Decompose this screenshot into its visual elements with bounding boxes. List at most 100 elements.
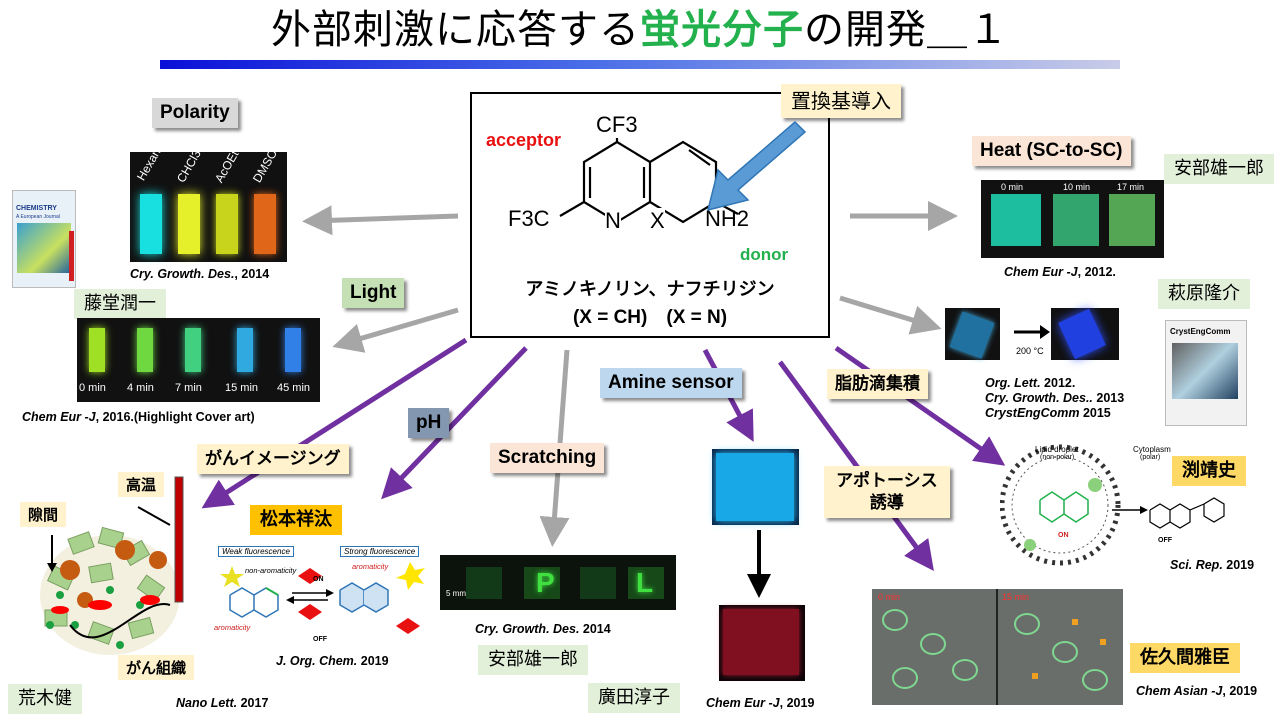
ph-on-label: ON xyxy=(313,576,324,583)
acceptor-label: acceptor xyxy=(486,130,562,150)
solvent-acoet: AcOEt xyxy=(212,147,242,185)
n-atom: N xyxy=(605,208,621,234)
person-sakuma: 佐久間雅臣 xyxy=(1130,643,1240,673)
ref-cry-2013: Cry. Growth. Des.. 2013 xyxy=(985,391,1125,405)
light-time-1: 4 min xyxy=(127,382,154,394)
arrow-to-light xyxy=(332,307,459,353)
light-time-3: 15 min xyxy=(225,382,259,394)
vial-dmso xyxy=(254,194,276,254)
ref-sci-rep: Sci. Rep. 2019 xyxy=(1170,558,1255,572)
light-time-2: 7 min xyxy=(175,382,202,394)
vial-acoet xyxy=(216,194,238,254)
person-matsumoto: 松本祥汰 xyxy=(250,505,342,535)
amine-before-photo xyxy=(712,449,799,525)
light-time-4: 45 min xyxy=(277,382,311,394)
apoptosis-cells-photo: 0 min 15 min xyxy=(872,589,1123,705)
heat-time-2: 17 min xyxy=(1117,182,1145,192)
cell-time-0: 0 min xyxy=(878,592,901,602)
lipid-accumulation-tag: 脂肪滴集積 xyxy=(827,369,928,399)
title-highlight: 蛍光分子 xyxy=(640,7,804,53)
arrow-to-polarity xyxy=(302,205,459,236)
lipid-nonpolar-label: (non-polar) xyxy=(1040,454,1075,461)
arrow-to-lipid xyxy=(834,345,1006,466)
ref-crystengcomm: CrystEngComm 2015 xyxy=(985,406,1111,420)
solvent-dmso: DMSO xyxy=(250,146,281,185)
lipid-droplet-label: Lipid droplet xyxy=(1035,445,1079,454)
title-main: 外部刺激に応答する xyxy=(271,7,640,53)
arrow-to-apoptosis xyxy=(777,360,934,572)
x-atom: X xyxy=(650,208,665,234)
page-title: 外部刺激に応答する蛍光分子の開発＿１ xyxy=(0,4,1280,56)
scratch-letter-l: L xyxy=(636,567,654,598)
solvent-chcl3: CHCl3 xyxy=(174,147,204,185)
x-variants: (X = CH) (X = N) xyxy=(572,307,728,328)
person-fuchi: 渕靖史 xyxy=(1172,456,1246,486)
crystal-after-photo xyxy=(1051,308,1119,360)
ph-switch-scheme xyxy=(220,562,425,634)
polarity-tag: Polarity xyxy=(152,98,238,128)
temperature-label: 200 °C xyxy=(1016,346,1044,356)
person-araki: 荒木健 xyxy=(8,684,82,714)
person-todo: 藤堂潤一 xyxy=(74,289,166,319)
ref-scratch: Cry. Growth. Des. 2014 xyxy=(475,622,611,636)
vial-hexane xyxy=(140,194,162,254)
compound-names: アミノキノリン、ナフチリジン xyxy=(525,279,775,300)
person-abe-scratch: 安部雄一郎 xyxy=(478,645,588,675)
arrow-to-cancer xyxy=(201,337,468,509)
cytoplasm-label: Cytoplasm xyxy=(1133,445,1171,454)
lipid-off-label: OFF xyxy=(1158,537,1172,544)
heat-time-0: 0 min xyxy=(1001,182,1024,192)
title-suffix: の開発＿１ xyxy=(804,7,1009,53)
scratch-letter-p: P xyxy=(536,567,555,598)
heat-time-1: 10 min xyxy=(1063,182,1091,192)
arrow-to-crystal xyxy=(839,295,942,335)
ph-off-label: OFF xyxy=(313,636,327,643)
polarity-vials-photo: Hexane CHCl3 AcOEt DMSO xyxy=(130,140,287,262)
cancer-tissue-label: がん組織 xyxy=(118,655,195,680)
ref-asian: Chem Asian -J, 2019 xyxy=(1136,684,1258,698)
cf3-group: CF3 xyxy=(594,112,640,138)
cancer-tissue-illustration xyxy=(40,476,184,655)
scratching-tag: Scratching xyxy=(490,443,605,473)
journal-cover-chem-eur: CHEMISTRY A European Journal xyxy=(12,190,76,288)
journal-cover-crystengcomm: CrystEngComm xyxy=(1165,320,1247,426)
title-underline-bar xyxy=(160,60,1120,69)
arrow-to-ph xyxy=(381,346,528,500)
light-vials-photo: 0 min 4 min 7 min 15 min 45 min xyxy=(77,318,320,402)
person-hagiwara: 萩原隆介 xyxy=(1158,279,1250,309)
ref-joc: J. Org. Chem. 2019 xyxy=(276,654,389,668)
vial-chcl3 xyxy=(178,194,200,254)
aromaticity-label-right: aromaticity xyxy=(352,562,389,571)
ref-light: Chem Eur -J, 2016.(Highlight Cover art) xyxy=(22,410,255,424)
lipid-droplet-diagram xyxy=(1000,444,1225,566)
heat-crystal-photo: 0 min 10 min 17 min xyxy=(981,180,1164,258)
ph-tag: pH xyxy=(408,408,450,438)
substituent-introduction-label: 置換基導入 xyxy=(781,84,901,118)
donor-label: donor xyxy=(740,245,789,264)
crystal-before-photo xyxy=(945,308,1000,360)
f3c-group: F3C xyxy=(508,206,550,231)
amine-sensor-tag: Amine sensor xyxy=(600,368,742,398)
high-temp-label: 高温 xyxy=(118,472,165,497)
scratching-photo: P L 5 mm xyxy=(440,555,676,610)
cell-time-1: 15 min xyxy=(1002,592,1030,602)
cytoplasm-polar-label: (polar) xyxy=(1140,454,1161,461)
ref-amine: Chem Eur -J, 2019 xyxy=(706,696,815,710)
lipid-on-label: ON xyxy=(1058,532,1069,539)
cancer-imaging-tag: がんイメージング xyxy=(197,444,349,474)
scale-label: 5 mm xyxy=(446,589,466,598)
heat-tag: Heat (SC-to-SC) xyxy=(972,136,1131,166)
light-time-0: 0 min xyxy=(79,382,106,394)
aromaticity-label-left: aromaticity xyxy=(214,623,251,632)
substituent-arrow-icon xyxy=(706,120,807,212)
crystal-transform-arrow xyxy=(1014,325,1050,339)
apoptosis-tag: アポトーシス 誘導 xyxy=(824,466,950,518)
amine-after-photo xyxy=(719,605,805,681)
ref-heat: Chem Eur -J, 2012. xyxy=(1004,265,1116,279)
light-tag: Light xyxy=(342,278,405,308)
ref-org-lett: Org. Lett. 2012. xyxy=(985,376,1076,390)
weak-fluorescence-label: Weak fluorescence xyxy=(218,546,294,557)
person-hirota: 廣田淳子 xyxy=(588,683,680,713)
ref-polarity: Cry. Growth. Des., 2014 xyxy=(130,267,270,281)
strong-fluorescence-label: Strong fluorescence xyxy=(340,546,420,557)
